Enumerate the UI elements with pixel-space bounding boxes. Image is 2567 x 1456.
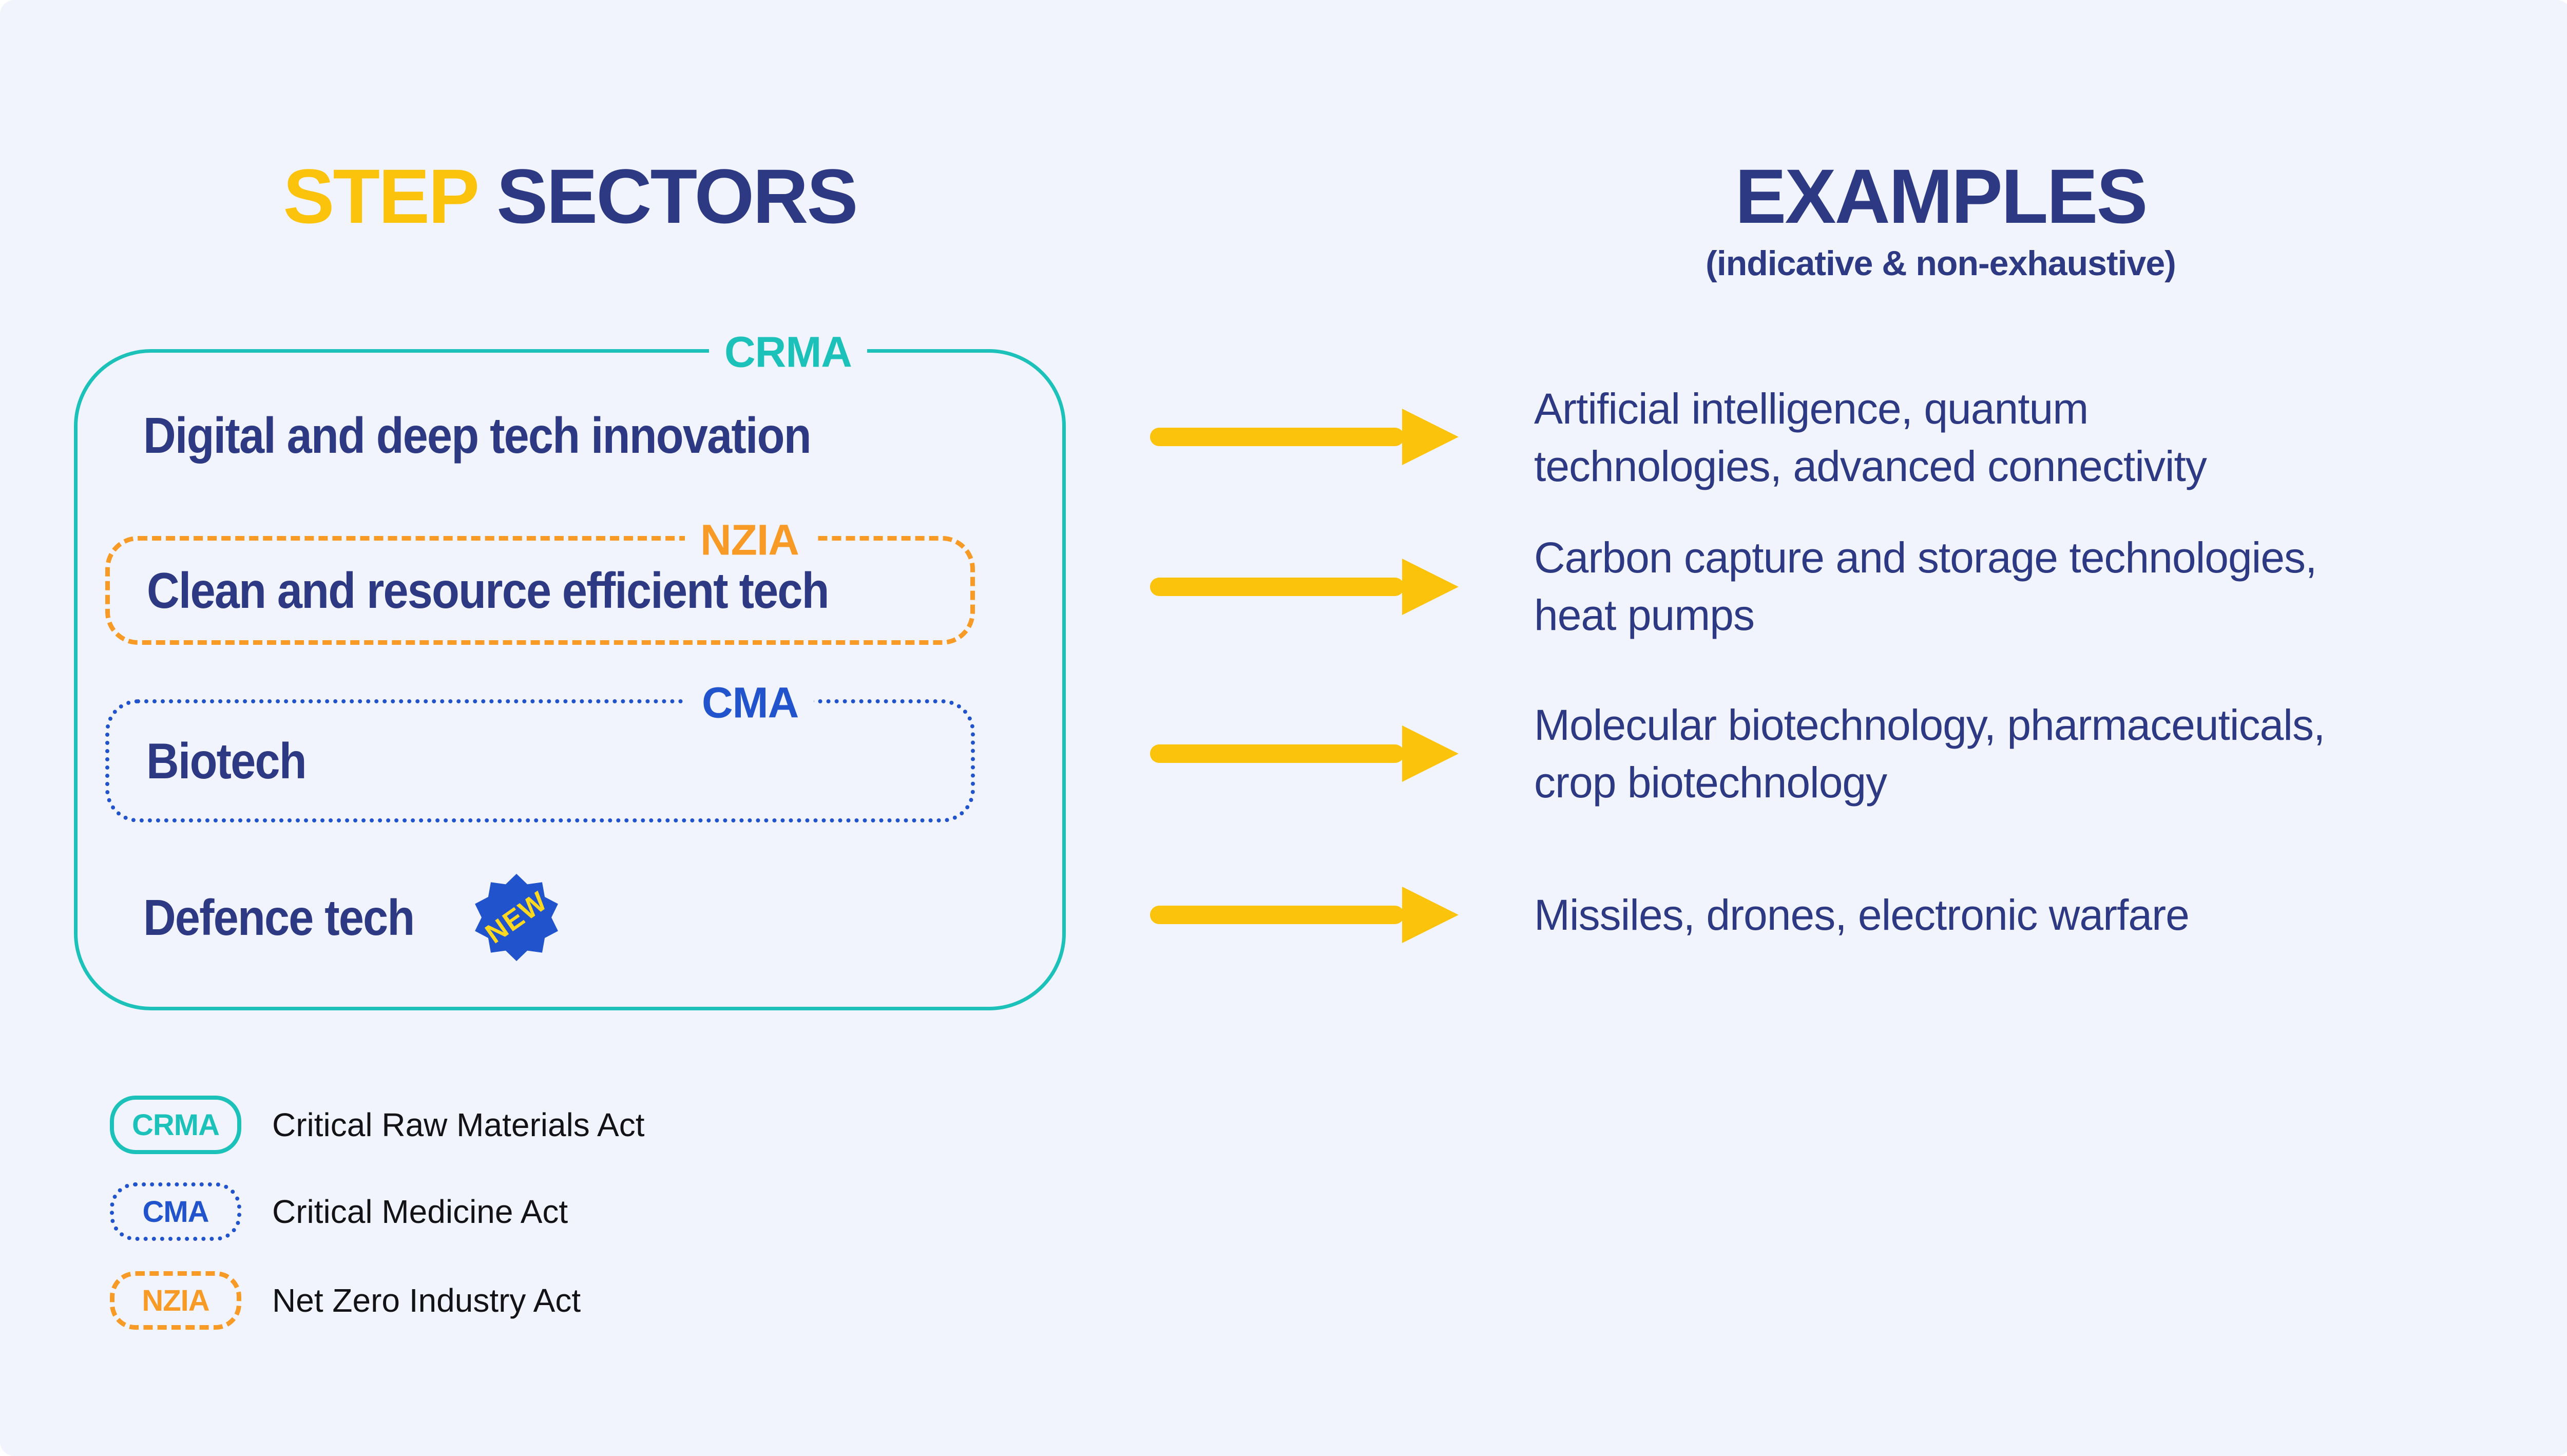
example-line: Carbon capture and storage technologies, (1534, 533, 2317, 582)
arrow-head (1402, 725, 1459, 782)
legend-pill-cma: CMA (110, 1182, 241, 1241)
cma-box: CMA Biotech (105, 681, 975, 822)
arrow-head (1402, 559, 1459, 615)
sector-title: Biotech (146, 733, 307, 789)
arrow-shaft (1150, 744, 1404, 763)
example-line: heat pumps (1534, 591, 1755, 639)
examples-title: EXAMPLES (1735, 153, 2148, 239)
sector-digital-deep-tech: Digital and deep tech innovation (143, 402, 885, 469)
example-defence: Missiles, drones, electronic warfare (1534, 886, 2190, 944)
example-clean-tech: Carbon capture and storage technologies,… (1534, 529, 2317, 644)
legend-pill-label: NZIA (142, 1283, 209, 1317)
legend-description-cma: Critical Medicine Act (272, 1193, 568, 1230)
example-digital: Artificial intelligence, quantum technol… (1534, 380, 2207, 495)
examples-header: EXAMPLES (indicative & non-exhaustive) (1581, 154, 2300, 284)
legend-pill-label: CMA (142, 1195, 209, 1229)
sector-title: Clean and resource efficient tech (147, 562, 830, 619)
sector-defence-tech: Defence tech NEW (143, 871, 560, 964)
new-badge: NEW (475, 874, 558, 961)
title-rest-sectors: SECTORS (496, 153, 858, 239)
example-biotech: Molecular biotechnology, pharmaceuticals… (1534, 696, 2325, 811)
arrow-head (1402, 409, 1459, 465)
legend-description-crma: Critical Raw Materials Act (272, 1106, 645, 1143)
arrow-right-icon (1150, 559, 1459, 615)
example-line: crop biotechnology (1534, 758, 1887, 807)
example-line: Molecular biotechnology, pharmaceuticals… (1534, 701, 2325, 749)
arrow-shaft (1150, 428, 1404, 446)
legend-description-nzia: Net Zero Industry Act (272, 1282, 581, 1319)
sector-title: Defence tech (143, 889, 415, 946)
examples-subtitle: (indicative & non-exhaustive) (1706, 244, 2176, 283)
arrow-right-icon (1150, 725, 1459, 782)
arrow-right-icon (1150, 887, 1459, 943)
example-line: technologies, advanced connectivity (1534, 442, 2207, 490)
page-title-step-sectors: STEP SECTORS (216, 154, 924, 239)
arrow-head (1402, 887, 1459, 943)
cma-box-label: CMA (686, 681, 814, 724)
nzia-box-label: NZIA (685, 518, 814, 562)
example-line: Artificial intelligence, quantum (1534, 385, 2089, 433)
arrow-right-icon (1150, 409, 1459, 465)
arrow-shaft (1150, 578, 1404, 596)
example-line: Missiles, drones, electronic warfare (1534, 891, 2190, 939)
step-sectors-box: CRMA Digital and deep tech innovation NZ… (74, 330, 1066, 1010)
legend-pill-nzia: NZIA (110, 1271, 241, 1330)
sector-title: Digital and deep tech innovation (143, 407, 812, 464)
nzia-box: NZIA Clean and resource efficient tech (105, 518, 975, 645)
title-accent-step: STEP (283, 153, 478, 239)
legend-pill-crma: CRMA (110, 1096, 241, 1154)
arrow-shaft (1150, 906, 1404, 924)
legend-pill-label: CRMA (132, 1108, 220, 1142)
crma-box-label: CRMA (709, 330, 867, 374)
new-badge-label: NEW (480, 885, 553, 950)
